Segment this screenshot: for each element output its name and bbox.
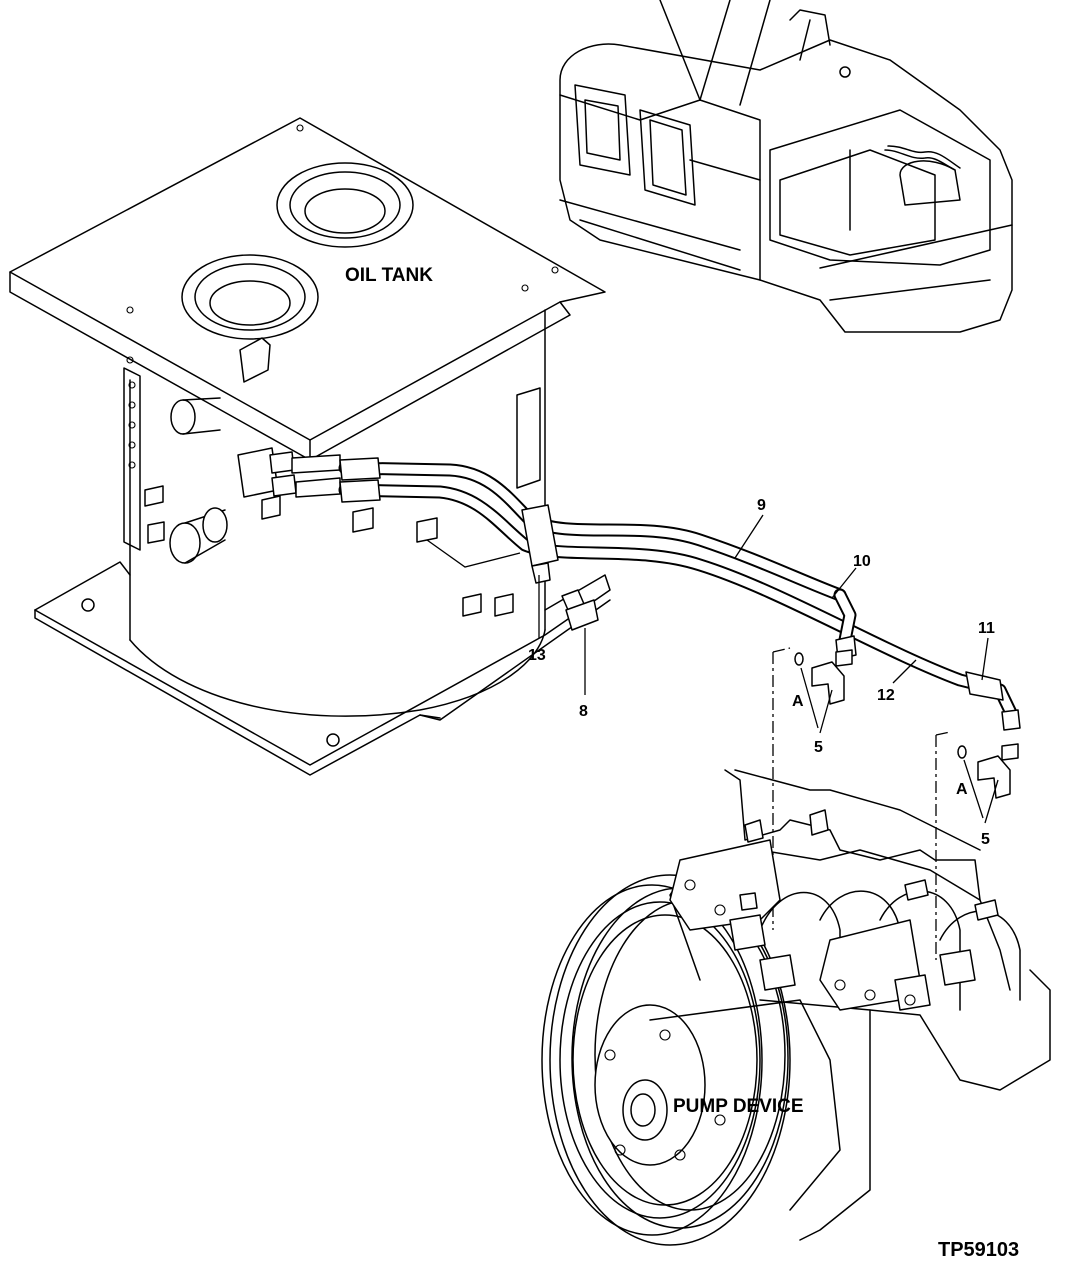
figure-id-label: TP59103 (938, 1239, 1019, 1261)
leader-12 (892, 659, 917, 684)
fitting-5-left (794, 649, 853, 705)
guide-line-left-top (772, 647, 791, 653)
callout-5-right: 5 (981, 831, 990, 848)
fitting-5-right (957, 743, 1019, 799)
pump-device (541, 769, 1051, 1246)
callout-5-left: 5 (814, 739, 823, 756)
leader-10 (831, 567, 857, 599)
callout-10: 10 (853, 553, 871, 570)
excavator-inset (559, 0, 1013, 333)
leader-11 (981, 637, 989, 681)
callout-9: 9 (757, 497, 766, 514)
leader-5-left (800, 667, 833, 734)
hose-assembly (338, 457, 1021, 731)
guide-line-right-top (935, 731, 951, 736)
callout-13: 13 (528, 647, 546, 664)
pump-device-label: PUMP DEVICE (673, 1096, 804, 1117)
oil-tank-label: OIL TANK (345, 265, 433, 286)
leader-9 (734, 514, 764, 559)
detail-a-right: A (956, 781, 968, 798)
detail-a-left: A (792, 693, 804, 710)
callout-11: 11 (978, 620, 995, 637)
leader-5-right (963, 759, 999, 824)
callout-8: 8 (579, 703, 588, 720)
callout-12: 12 (877, 687, 895, 704)
oil-tank (9, 117, 611, 776)
